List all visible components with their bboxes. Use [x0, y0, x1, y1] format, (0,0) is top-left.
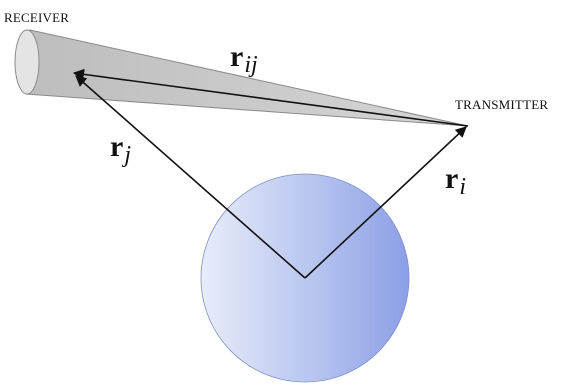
vector-r-i-arrow — [304, 126, 467, 279]
vector-r-j-label: rj — [110, 130, 131, 168]
vector-r-i-symbol: r — [445, 162, 459, 195]
vector-r-j-subscript: j — [124, 142, 131, 168]
vector-r-i-subscript: i — [459, 174, 466, 200]
vector-r-i-label: ri — [445, 162, 466, 200]
transmitter-label: TRANSMITTER — [455, 97, 549, 112]
vector-r-j-symbol: r — [110, 130, 124, 163]
receiver-label: RECEIVER — [4, 10, 70, 25]
vector-r-ij-subscript: ij — [244, 52, 258, 78]
vector-r-ij-symbol: r — [230, 40, 244, 73]
vector-r-j-arrow — [75, 75, 306, 279]
receiver-aperture — [14, 29, 40, 95]
vector-r-ij-label: rij — [230, 40, 258, 78]
vector-r-ij-arrow — [72, 68, 469, 127]
